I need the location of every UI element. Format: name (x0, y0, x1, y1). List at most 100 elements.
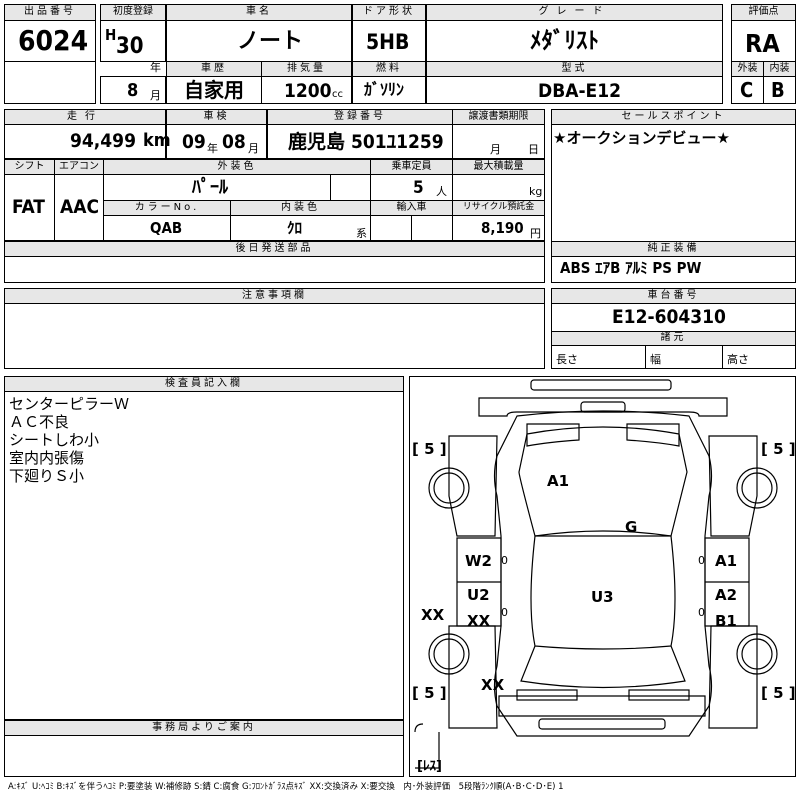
fuel-label: 燃料 (352, 61, 426, 77)
intcolor: ｸﾛ (287, 219, 303, 237)
reg-year-unit: 年 (150, 61, 161, 74)
lot-label: 出品番号 (4, 4, 96, 21)
colorno: QAB (150, 219, 183, 237)
grade: ﾒﾀﾞﾘｽﾄ (530, 28, 599, 54)
later-parts-cell (4, 256, 545, 283)
inspector-label: 検査員記入欄 (4, 376, 404, 392)
reg-month: 8 (127, 80, 139, 101)
equipment: ABS ｴｱB ｱﾙﾐ PS PW (560, 259, 702, 277)
sales-label: セールスポイント (551, 109, 796, 125)
later-parts-label: 後日発送部品 (4, 241, 545, 257)
mileage-unit: km (143, 130, 171, 151)
mark-rear: XX (481, 676, 505, 694)
seats: 5 (413, 178, 424, 198)
spec-label: 諸元 (551, 331, 796, 346)
inspector-line-3: シートしわ小 (9, 431, 100, 449)
cc-label: 排気量 (261, 61, 352, 77)
inspector-line-5: 下廻りＳ小 (9, 467, 85, 485)
recycle-label: リサイクル預託金 (452, 200, 545, 216)
transfer-label: 譲渡書類期限 (452, 109, 545, 125)
ac-label: エアコン (54, 159, 104, 175)
tire-rr: [ 5 ] (761, 684, 796, 702)
equip-label: 純正装備 (551, 241, 796, 257)
import-cell-a (370, 215, 412, 241)
recycle: 8,190 (481, 219, 524, 237)
spare-tire: [ﾚｽ] (417, 759, 442, 774)
shift: FAT (12, 196, 45, 218)
mark-glass: G (625, 518, 637, 536)
shift-label: シフト (4, 159, 55, 175)
recycle-unit: 円 (530, 227, 541, 240)
zero-mark-4: 0 (698, 606, 705, 619)
mark-left-front-door: W2 (465, 552, 492, 570)
inspect-year: 09 (182, 131, 206, 153)
model-label: 型式 (426, 61, 723, 77)
tire-rl: [ 5 ] (412, 684, 447, 702)
ext-label: 外装 (731, 61, 764, 77)
color-sub-cell (330, 174, 371, 201)
grade-label: グレード (426, 4, 723, 21)
colorno-label: カラーNo. (103, 200, 231, 216)
first-reg-cell (100, 20, 166, 62)
inspector-line-4: 室内内張傷 (9, 449, 85, 467)
score-label: 評価点 (731, 4, 796, 21)
mileage: 94,499 (70, 130, 136, 152)
caution-cell (4, 303, 545, 369)
lot-blank (4, 61, 96, 104)
first-reg-label: 初度登録 (100, 4, 166, 21)
mark-left-rear-fender: XX (421, 606, 445, 624)
office-label: 事務局よりご案内 (4, 720, 404, 736)
model: DBA-E12 (538, 80, 622, 102)
color: ﾊﾟｰﾙ (192, 177, 228, 198)
car-diagram: [ 5 ] [ 5 ] [ 5 ] [ 5 ] [ﾚｽ] A1 G W2 U2 … (412, 379, 796, 774)
cc-cell (261, 76, 352, 104)
zero-mark-3: 0 (698, 554, 705, 567)
ac: AAC (60, 196, 100, 218)
inspector-line-1: センターピラーＷ (9, 395, 130, 413)
reg-year: 30 (116, 34, 144, 59)
mark-left-rear-door: U2 (467, 586, 490, 604)
chassis-label: 車台番号 (551, 288, 796, 304)
equip-cell (551, 256, 796, 283)
history: 自家用 (184, 78, 244, 102)
mark-right-rear-door-b: B1 (715, 612, 737, 630)
zero-mark-2: 0 (501, 606, 508, 619)
mark-hood: A1 (547, 472, 569, 490)
spec-length: 長さ (556, 353, 578, 366)
caution-label: 注意事項欄 (4, 288, 545, 304)
plate: 鹿児島 501ﾕ1259 (288, 131, 444, 153)
tire-fl: [ 5 ] (412, 440, 447, 458)
int-cell (763, 76, 796, 104)
int-label: 内装 (763, 61, 796, 77)
zero-mark-1: 0 (501, 554, 508, 567)
spec-width: 幅 (650, 353, 661, 366)
intcolor-unit: 系 (356, 227, 367, 240)
import-label: 輸入車 (370, 200, 453, 216)
recycle-cell (452, 215, 545, 241)
ext-score: C (740, 78, 754, 102)
car-name: ノート (237, 29, 304, 54)
mileage-label: 走行 (4, 109, 166, 125)
transfer-cell (452, 124, 545, 159)
mark-right-rear-door-a: A2 (715, 586, 737, 604)
fuel: ｶﾞｿﾘﾝ (364, 80, 405, 99)
spec-height-cell (722, 345, 796, 369)
era: H (105, 26, 117, 44)
inspector-cell (4, 391, 404, 720)
load-unit: kg (529, 185, 543, 198)
mark-left-rear-door-xx: XX (467, 612, 491, 630)
fuel-cell (352, 76, 426, 104)
inspect-cell (166, 124, 267, 159)
cc: 1200 (284, 80, 332, 102)
lot-number: 6024 (18, 24, 89, 57)
legend: A:ｷｽﾞ U:ﾍｺﾐ B:ｷｽﾞを伴うﾍｺﾐ P:要塗装 W:補修跡 S:錆 … (8, 782, 564, 792)
reg-month-unit: 月 (150, 89, 161, 102)
mark-roof: U3 (591, 588, 614, 606)
tire-fr: [ 5 ] (761, 440, 796, 458)
spec-height: 高さ (727, 353, 749, 366)
door-label: ドア形状 (352, 4, 426, 21)
transfer-month: 月 (490, 143, 501, 156)
inspect-label: 車検 (166, 109, 267, 125)
chassis-number: E12-604310 (612, 306, 726, 328)
mileage-cell (4, 124, 166, 159)
